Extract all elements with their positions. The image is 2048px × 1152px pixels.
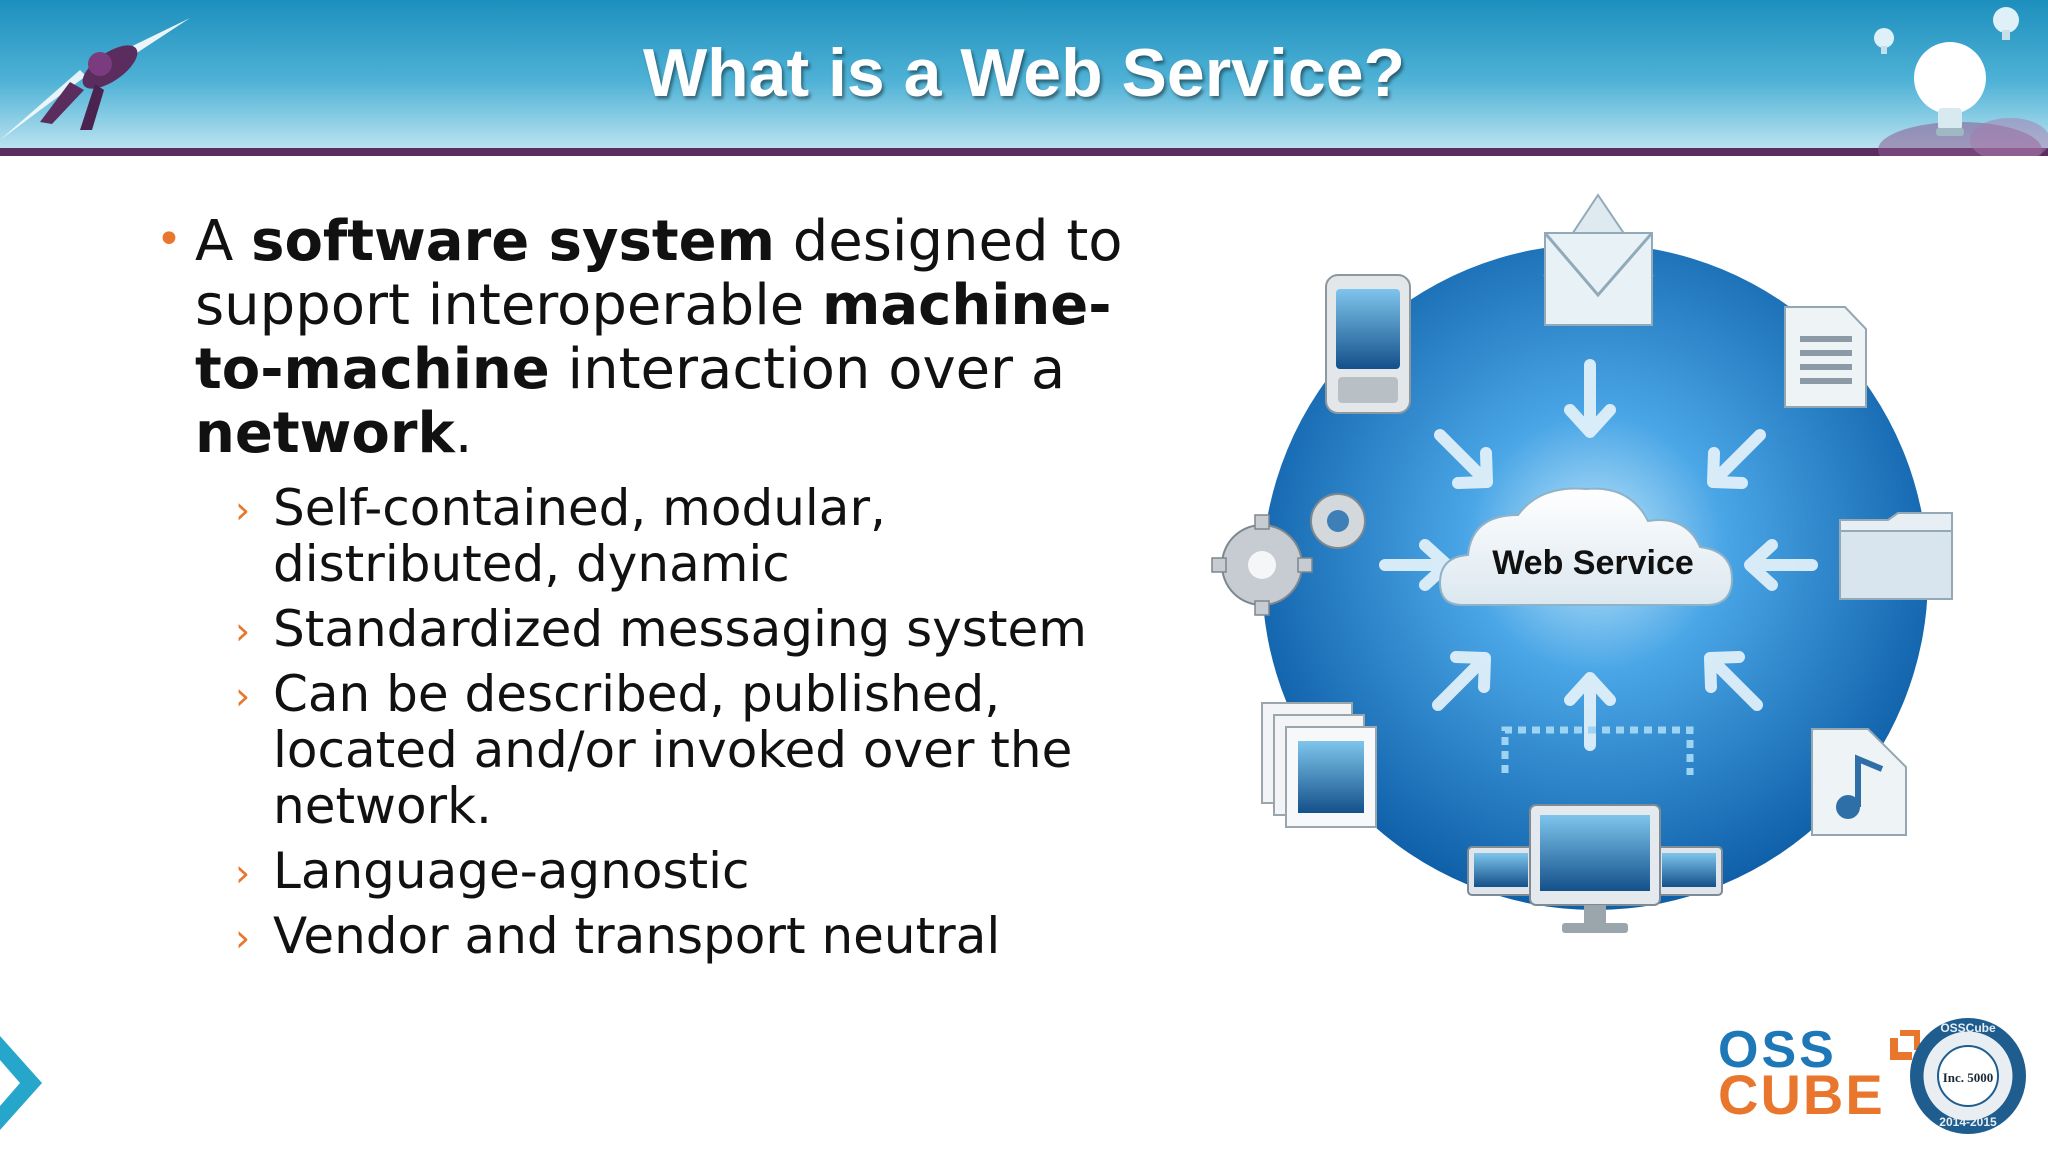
arrow-icon bbox=[1704, 651, 1763, 711]
logo-text-oss: OSS bbox=[1718, 1021, 1837, 1079]
chevron-right-icon: › bbox=[235, 674, 251, 718]
web-service-diagram: Web Service bbox=[1211, 193, 1953, 933]
diagram-label: Web Service bbox=[1492, 544, 1694, 582]
mobile-phone-icon bbox=[1325, 274, 1411, 414]
logo-mark-icon bbox=[1890, 1030, 1920, 1060]
sub-bullet: › Self-contained, modular, distributed, d… bbox=[235, 479, 1153, 593]
chevron-right-icon: › bbox=[235, 916, 251, 960]
arrow-icon bbox=[1707, 429, 1766, 489]
arrow-icon bbox=[1432, 651, 1491, 711]
slide-content: • A software system designed to support … bbox=[150, 210, 1170, 973]
folder-icon bbox=[1839, 512, 1953, 600]
main-bullet: • A software system designed to support … bbox=[150, 210, 1170, 466]
arrow-icon bbox=[1564, 672, 1616, 751]
seal-bottom-text: 2014-2015 bbox=[1939, 1115, 1997, 1129]
arrow-icon bbox=[1564, 359, 1616, 438]
bullet-text: designed to support interoperable bbox=[195, 209, 1123, 338]
envelope-icon bbox=[1543, 193, 1654, 326]
rocket-icon bbox=[0, 18, 190, 140]
bullet-text: A bbox=[195, 209, 252, 274]
lightbulb-icon bbox=[1874, 7, 2048, 156]
sub-bullet-text: Standardized messaging system bbox=[273, 600, 1087, 658]
bullet-bold-machine-to-machine: machine-to-machine bbox=[195, 273, 1112, 402]
chevron-right-icon: › bbox=[235, 488, 251, 532]
slide-title: What is a Web Service? bbox=[642, 35, 1406, 111]
bullet-bold-software-system: software system bbox=[251, 209, 775, 274]
chevron-right-icon: › bbox=[235, 609, 251, 653]
document-icon bbox=[1784, 306, 1867, 408]
bullet-bold-network: network bbox=[195, 401, 455, 466]
sub-bullet: › Language-agnostic bbox=[235, 842, 1153, 900]
header bbox=[0, 0, 2048, 148]
music-file-icon bbox=[1811, 728, 1907, 836]
sub-bullet-text: Language-agnostic bbox=[273, 842, 750, 900]
sub-bullet-text: Self-contained, modular, distributed, dy… bbox=[273, 479, 886, 593]
bullet-text: . bbox=[454, 401, 473, 466]
inc-5000-seal: OSSCube Inc. 5000 2014-2015 bbox=[1910, 1018, 2026, 1134]
seal-top-text: OSSCube bbox=[1940, 1021, 1996, 1035]
sub-bullet: › Vendor and transport neutral bbox=[235, 907, 1153, 965]
arrow-icon bbox=[1434, 429, 1493, 489]
computers-icon bbox=[1467, 726, 1723, 933]
sub-bullet-text: Vendor and transport neutral bbox=[273, 907, 1001, 965]
sub-bullet-text: Can be described, published, located and… bbox=[273, 665, 1073, 835]
cloud-icon bbox=[1438, 487, 1734, 606]
sub-bullet: › Standardized messaging system bbox=[235, 600, 1153, 658]
arrow-icon bbox=[1744, 539, 1818, 591]
bullet-dot: • bbox=[156, 214, 182, 265]
next-slide-icon[interactable] bbox=[0, 1028, 48, 1138]
bullet-text: interaction over a bbox=[549, 337, 1066, 402]
chevron-right-icon: › bbox=[235, 851, 251, 895]
seal-center-text: Inc. 5000 bbox=[1943, 1070, 1994, 1085]
header-accent-bar bbox=[0, 148, 2048, 156]
sub-bullet: › Can be described, published, located an… bbox=[235, 665, 1153, 835]
gears-icon bbox=[1211, 493, 1366, 616]
images-icon bbox=[1261, 702, 1377, 828]
sub-bullet-list: › Self-contained, modular, distributed, d… bbox=[235, 479, 1170, 965]
logo-text-cube: CUBE bbox=[1718, 1063, 1885, 1126]
